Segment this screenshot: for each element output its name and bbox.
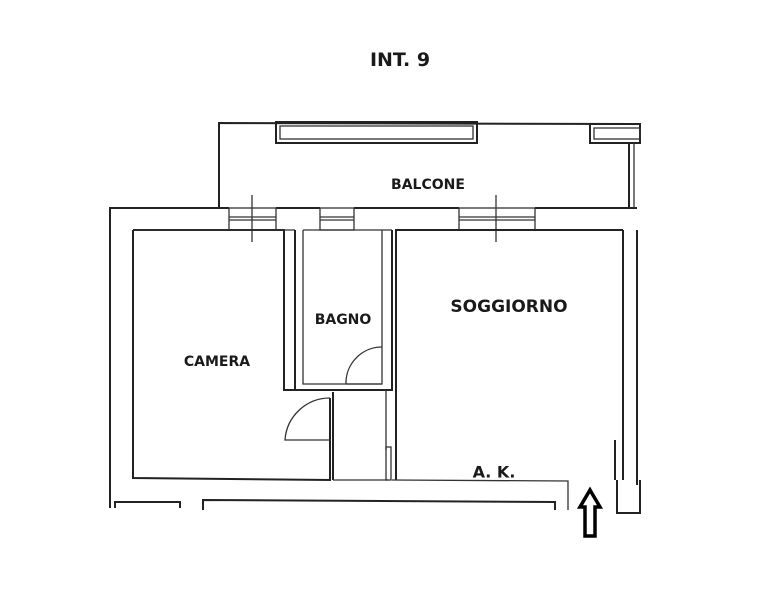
lower-walls bbox=[114, 498, 556, 510]
plan-title: INT. 9 bbox=[369, 49, 431, 71]
label-ak: A. K. bbox=[472, 462, 516, 482]
doors bbox=[284, 346, 383, 441]
label-soggiorno: SOGGIORNO bbox=[450, 297, 568, 317]
corridor bbox=[332, 390, 392, 481]
bagno-room bbox=[294, 229, 393, 391]
label-camera: CAMERA bbox=[183, 354, 251, 370]
soggiorno-room bbox=[391, 229, 623, 510]
balcony bbox=[218, 121, 641, 209]
up-arrow-icon bbox=[576, 486, 604, 538]
label-balcone: BALCONE bbox=[391, 177, 465, 193]
label-bagno: BAGNO bbox=[314, 312, 372, 328]
exterior-walls bbox=[109, 207, 641, 514]
